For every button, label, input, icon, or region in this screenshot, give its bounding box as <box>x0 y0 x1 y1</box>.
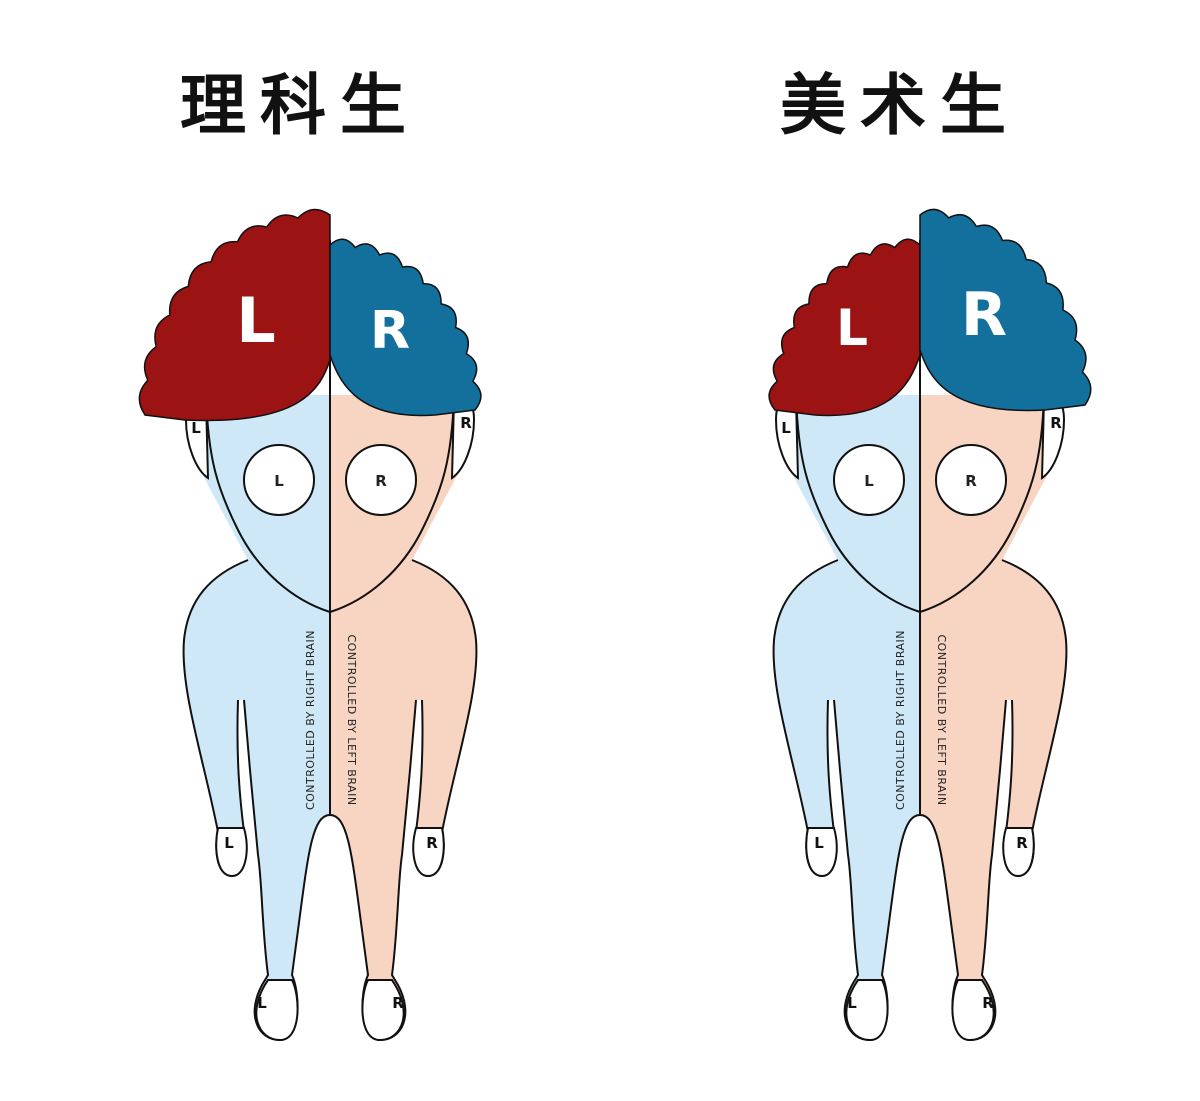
hand-right <box>1002 827 1035 878</box>
eye-left-label: L <box>864 472 874 490</box>
brain-right-hemisphere <box>919 208 1092 412</box>
eye-right <box>345 444 417 516</box>
eye-right-label: R <box>375 472 387 490</box>
foot-right <box>361 979 405 1042</box>
ear-right-label: R <box>1050 414 1062 432</box>
eye-left <box>833 444 905 516</box>
brain-right-label: R <box>961 280 1007 350</box>
foot-right-label: R <box>982 994 994 1012</box>
eye-right <box>935 444 1007 516</box>
hand-left <box>215 827 248 878</box>
title-science-student: 理科生 <box>180 66 420 144</box>
figure-group: L R L R L R L R L R CONTROLLED BY RIGHT … <box>768 208 1092 1042</box>
brain-right-label: R <box>370 301 410 361</box>
foot-left-label: L <box>257 994 267 1012</box>
foot-right-label: R <box>392 994 404 1012</box>
body-right-caption: CONTROLLED BY LEFT BRAIN <box>345 634 358 805</box>
brain-left-hemisphere <box>138 208 331 422</box>
hand-right <box>412 827 445 878</box>
brain-left-label: L <box>236 284 276 357</box>
eye-right-label: R <box>965 472 977 490</box>
eye-left-label: L <box>274 472 284 490</box>
foot-left <box>255 979 299 1042</box>
brain-left-label: L <box>836 299 868 357</box>
hand-left-label: L <box>224 834 234 852</box>
figure-art-student: L R L R L R L R L R CONTROLLED BY RIGHT … <box>768 208 1092 1042</box>
ear-left-label: L <box>781 419 791 437</box>
ear-left-label: L <box>191 419 201 437</box>
figure-group: L R L R L R L R L R CONTROLLED BY RIGHT … <box>138 208 482 1042</box>
hand-left-label: L <box>814 834 824 852</box>
ear-right-label: R <box>460 414 472 432</box>
hand-right-label: R <box>426 834 438 852</box>
brain-right-hemisphere <box>329 238 482 417</box>
hand-right-label: R <box>1016 834 1028 852</box>
eye-left <box>243 444 315 516</box>
foot-left-label: L <box>847 994 857 1012</box>
brain-left-hemisphere <box>768 238 921 417</box>
body-left-caption: CONTROLLED BY RIGHT BRAIN <box>894 630 907 810</box>
body-right-caption: CONTROLLED BY LEFT BRAIN <box>935 634 948 805</box>
title-art-student: 美术生 <box>780 66 1020 144</box>
figure-science-student: L R L R L R L R L R CONTROLLED BY RIGHT … <box>138 208 482 1042</box>
body-left-caption: CONTROLLED BY RIGHT BRAIN <box>304 630 317 810</box>
hand-left <box>805 827 838 878</box>
foot-right <box>951 979 995 1042</box>
foot-left <box>845 979 889 1042</box>
